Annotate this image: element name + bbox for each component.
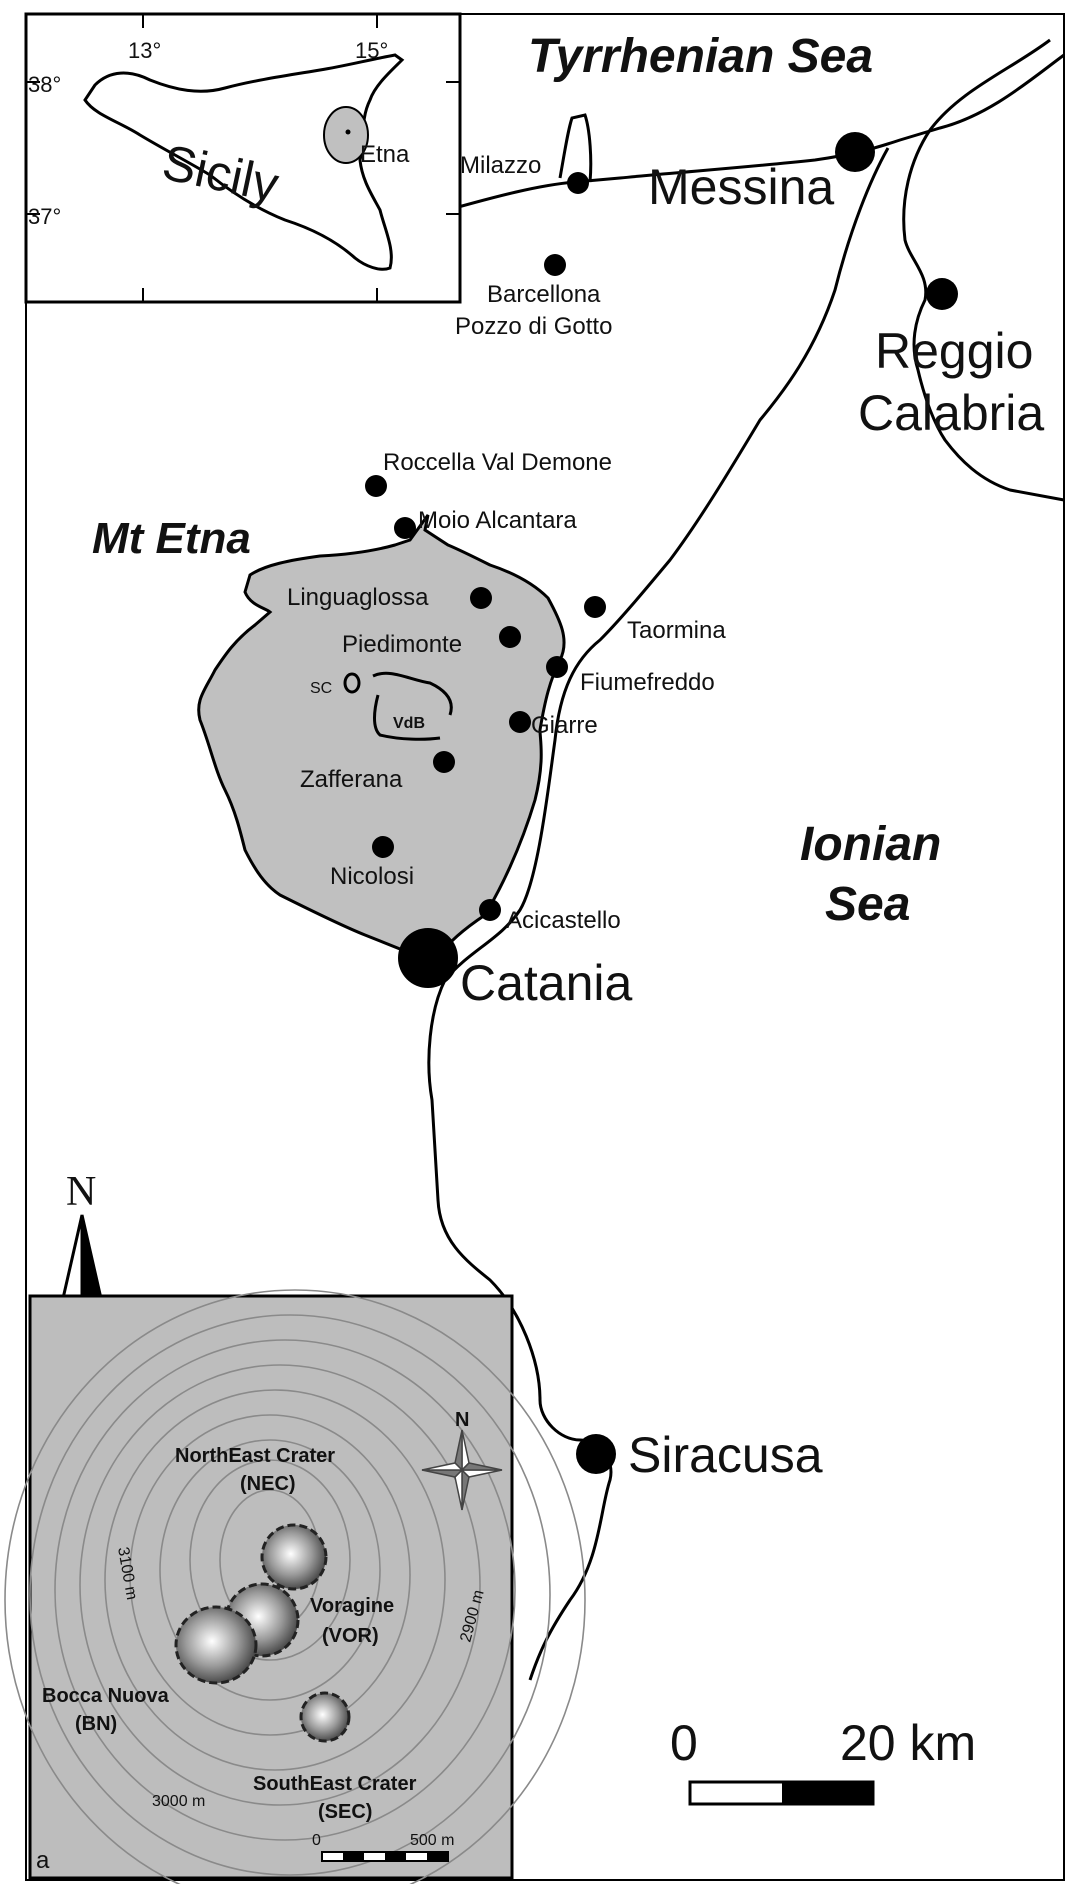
giarre-dot: [509, 711, 531, 733]
nec-crater: [260, 1523, 328, 1591]
barcellona-label-line1: Barcellona: [487, 281, 601, 308]
giarre-label: Giarre: [531, 712, 598, 739]
bn-label-line1: Bocca Nuova: [42, 1685, 170, 1707]
ionian-sea-label-line2: Sea: [825, 878, 910, 931]
bn-crater: [174, 1605, 258, 1685]
milazzo-dot: [567, 172, 589, 194]
reggio-label-line1: Reggio: [875, 323, 1033, 379]
sc-label: SC: [310, 680, 332, 697]
barcellona-label-line2: Pozzo di Gotto: [455, 313, 612, 340]
nicolosi-dot: [372, 836, 394, 858]
fiumefreddo-dot: [546, 656, 568, 678]
taormina-dot: [584, 596, 606, 618]
ionian-sea-label-line1: Ionian: [800, 818, 941, 871]
barcellona-dot: [544, 254, 566, 276]
moio-dot: [394, 517, 416, 539]
etna-inset-label: Etna: [360, 141, 410, 168]
summit-north-label: N: [455, 1409, 469, 1431]
tyrrhenian-sea-label: Tyrrhenian Sea: [528, 30, 873, 83]
summit-crater-inset: N NorthEast Crater (NEC) Voragine (VOR) …: [4, 1289, 586, 1884]
bn-label-line2: (BN): [75, 1713, 117, 1735]
vdb-label: VdB: [393, 715, 425, 732]
vor-label-line2: (VOR): [322, 1625, 379, 1647]
north-arrow-label: N: [66, 1169, 96, 1215]
scale-bar-start: 0: [670, 1715, 698, 1771]
milazzo-label: Milazzo: [460, 152, 541, 179]
sc-crater-icon: [343, 672, 361, 694]
messina-label: Messina: [648, 159, 834, 215]
sec-label-line2: (SEC): [318, 1801, 372, 1823]
sec-crater: [299, 1691, 351, 1743]
fiumefreddo-label: Fiumefreddo: [580, 669, 715, 696]
lon-tick-13: 13°: [128, 38, 161, 63]
sicily-outline: [83, 53, 405, 271]
coastline-calabria: [902, 38, 1065, 502]
inset-scale-end: 500 m: [410, 1832, 454, 1849]
linguaglossa-label: Linguaglossa: [287, 584, 429, 611]
reggio-label-line2: Calabria: [858, 385, 1044, 441]
mt-etna-label: Mt Etna: [92, 514, 251, 563]
lon-tick-15: 15°: [355, 38, 388, 63]
siracusa-label: Siracusa: [628, 1427, 823, 1483]
main-scale-bar: 0 20 km: [670, 1715, 976, 1806]
city-markers: [398, 132, 958, 1474]
vor-label-line1: Voragine: [310, 1595, 394, 1617]
nec-label-line1: NorthEast Crater: [175, 1445, 335, 1467]
town-markers: [365, 172, 606, 921]
roccella-label: Roccella Val Demone: [383, 449, 612, 476]
lat-tick-37: 37°: [28, 204, 61, 229]
scale-bar-end: 20 km: [840, 1715, 976, 1771]
contour-3000-label: 3000 m: [152, 1793, 205, 1810]
moio-label: Moio Alcantara: [418, 507, 577, 534]
catania-dot: [398, 928, 458, 988]
linguaglossa-dot: [470, 587, 492, 609]
nec-label-line2: (NEC): [240, 1473, 296, 1495]
sec-label-line1: SouthEast Crater: [253, 1773, 417, 1795]
siracusa-dot: [576, 1434, 616, 1474]
etna-inset-area: [323, 106, 369, 164]
inset-scale-start: 0: [312, 1832, 321, 1849]
roccella-dot: [365, 475, 387, 497]
panel-label: a: [36, 1847, 50, 1874]
sicily-locator-inset: Sicily Etna 13° 15° 38° 37°: [24, 12, 462, 304]
zafferana-label: Zafferana: [300, 766, 403, 793]
zafferana-dot: [433, 751, 455, 773]
taormina-label: Taormina: [627, 617, 726, 644]
piedimonte-label: Piedimonte: [342, 631, 462, 658]
acicastello-dot: [479, 899, 501, 921]
milazzo-peninsula: [558, 113, 593, 183]
nicolosi-label: Nicolosi: [330, 863, 414, 890]
compass-star-icon: [421, 1429, 503, 1511]
piedimonte-dot: [499, 626, 521, 648]
lat-tick-38: 38°: [28, 72, 61, 97]
acicastello-label: Acicastello: [506, 907, 621, 934]
reggio-dot: [926, 278, 958, 310]
catania-label: Catania: [460, 955, 633, 1011]
valle-del-bove-outline: [372, 671, 453, 741]
messina-dot: [835, 132, 875, 172]
